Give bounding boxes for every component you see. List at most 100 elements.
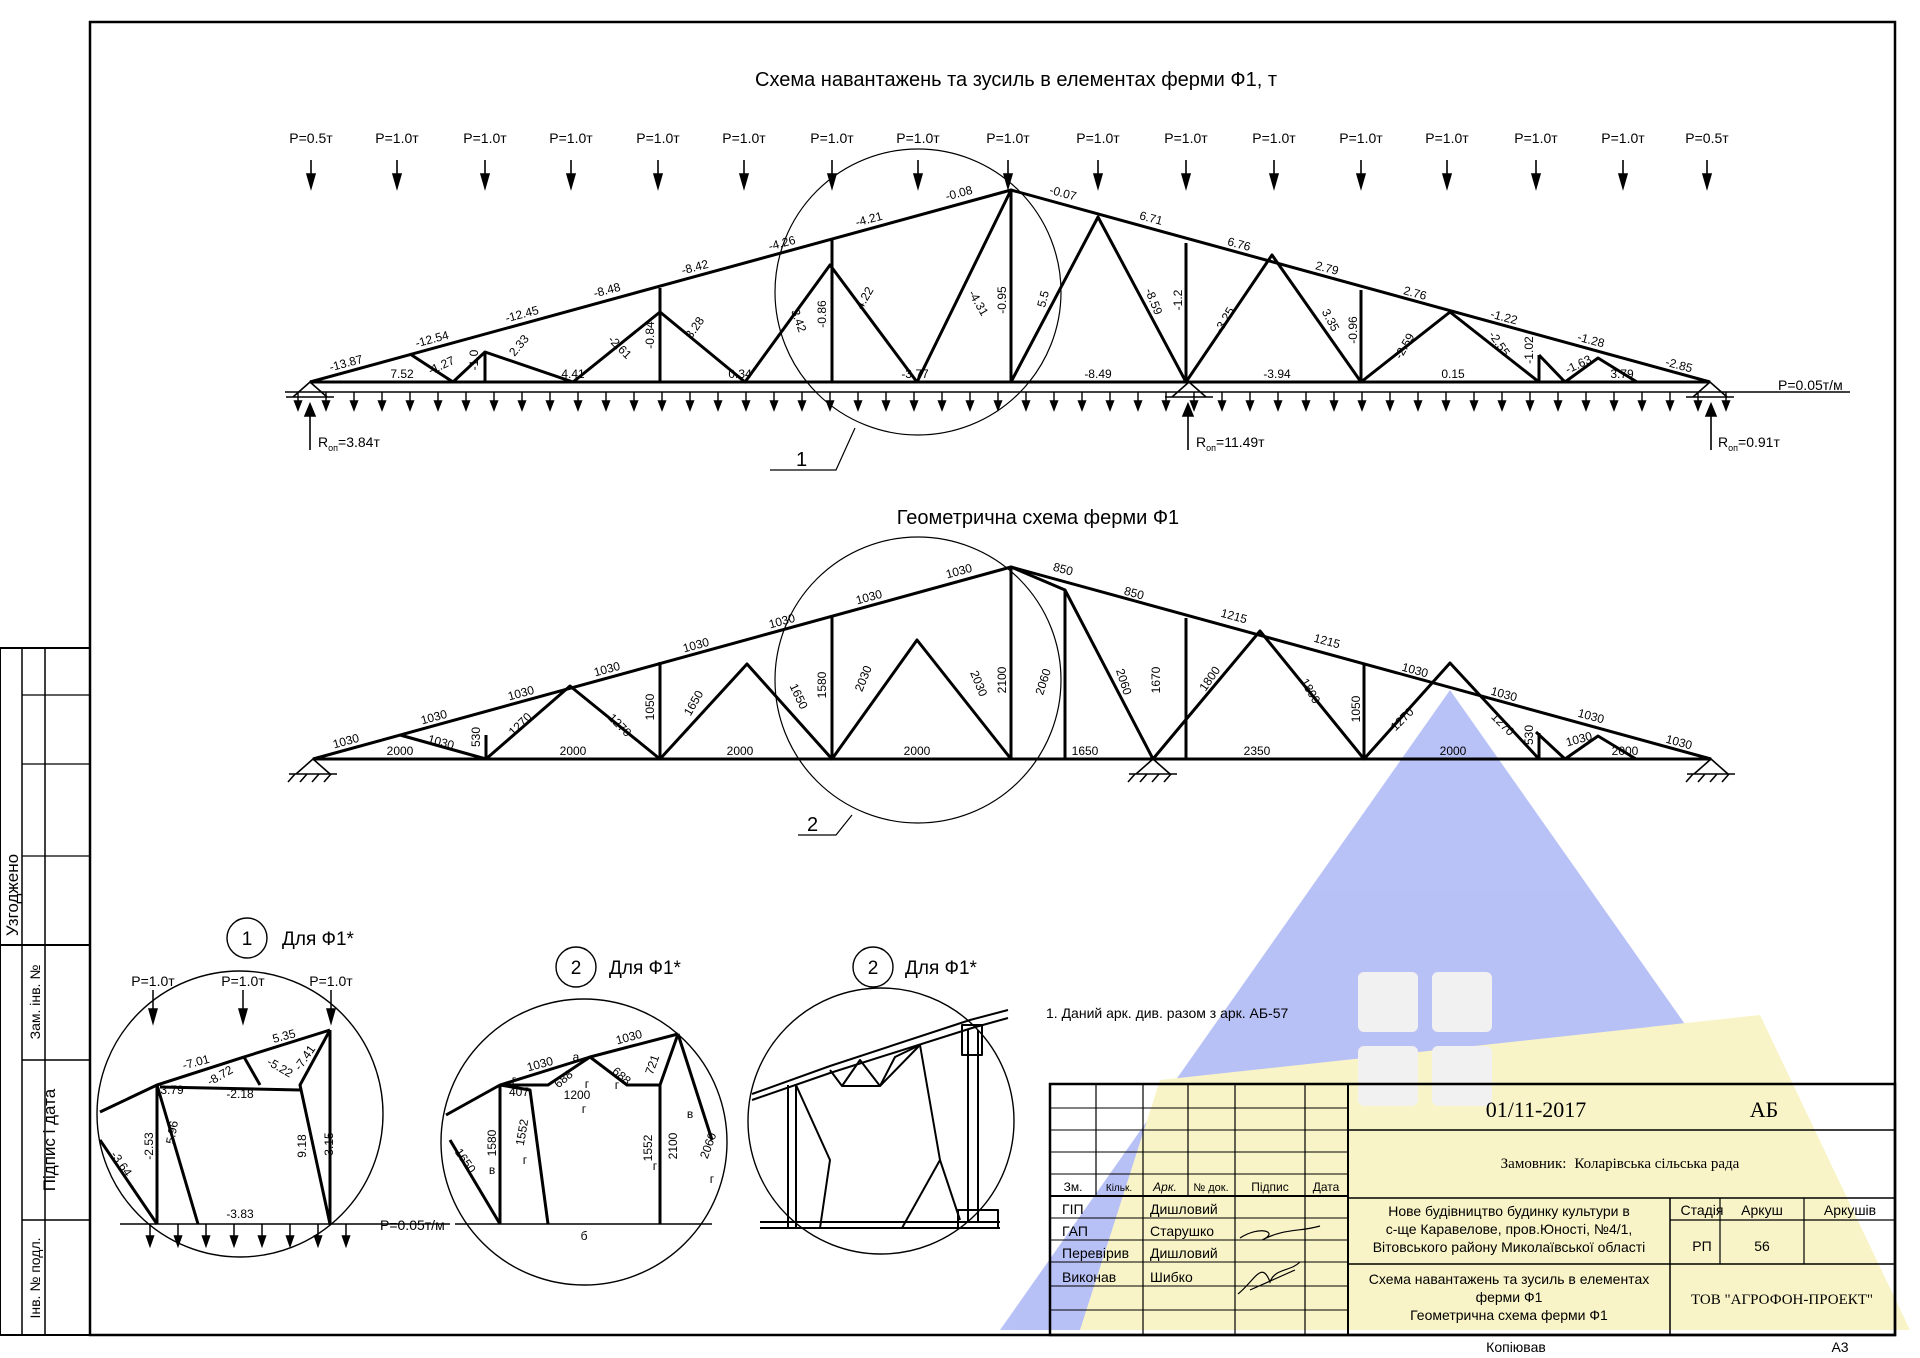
callout-leader-2 [798, 814, 853, 836]
geometry-web: 1030 [426, 732, 456, 753]
detail-2-value: г [585, 1077, 590, 1091]
bottom-chord-force: 4.41 [561, 367, 585, 381]
dist-arrow-head [1469, 400, 1479, 412]
web-force: 3.35 [1319, 307, 1342, 334]
distributed-load [285, 391, 1850, 412]
geometry-diagram-title: Геометрична схема ферми Ф1 [897, 507, 1179, 529]
geometry-top-chord: 850 [1052, 560, 1075, 579]
dist-arrow-head [601, 400, 611, 412]
stage-sheet-cells: Стадія Аркуш Аркушів РП 56 [1680, 1202, 1876, 1254]
dist-arrow-head [1413, 400, 1423, 412]
dist-arrow-head [1497, 400, 1507, 412]
svg-text:с-ще Каравелове, пров.Юності,: с-ще Каравелове, пров.Юності, №4/1, [1386, 1221, 1633, 1237]
web-force: 5.5 [1034, 289, 1052, 309]
svg-text:Нове будівництво будинку культ: Нове будівництво будинку культури в [1388, 1203, 1630, 1219]
detail-1-values: -7.015.353.79-8.72-5.22-7.41-2.18-2.535.… [108, 1026, 336, 1221]
side-agreed-label: Узгоджено [3, 854, 22, 936]
detail-1-value: -2.53 [142, 1132, 156, 1160]
dist-arrow-head [657, 400, 667, 412]
side-replaced-label: Зам. інв. № [27, 965, 43, 1040]
detail-3-circle [747, 987, 1015, 1255]
load-label: P=1.0т [636, 130, 680, 146]
svg-text:Дата: Дата [1313, 1180, 1340, 1194]
detail-1-number: 1 [242, 929, 253, 950]
load-label: P=1.0т [1339, 130, 1383, 146]
load-label: P=1.0т [986, 130, 1030, 146]
dist-arrow-head [1693, 400, 1703, 412]
reaction-label-2: Rоп=11.49т [1196, 434, 1265, 453]
load-arrow-head [1701, 173, 1713, 191]
load-label: P=1.0т [463, 130, 507, 146]
detail-1-value: -3.83 [226, 1207, 254, 1221]
dist-arrow-head [405, 400, 415, 412]
web-force: -0.96 [1346, 316, 1360, 344]
distributed-load-label: P=0.05т/м [1778, 377, 1843, 393]
geometry-web: 2060 [1032, 667, 1054, 697]
load-arrow-head [305, 173, 317, 191]
callout-number-2: 2 [807, 814, 818, 836]
detail-2-value: г [582, 1102, 587, 1116]
detail-1-value: -7.01 [181, 1052, 211, 1073]
supports-geometry [287, 757, 1735, 783]
top-chord-force: -2.85 [1664, 355, 1694, 376]
loads-diagram-title: Схема навантажень та зусиль в елементах … [755, 69, 1277, 91]
dist-arrow-head [1217, 400, 1227, 412]
svg-text:Аркушів: Аркушів [1824, 1202, 1876, 1218]
load-label: P=0.5т [289, 130, 333, 146]
dist-arrow-head [853, 400, 863, 412]
dist-arrow-head [1049, 400, 1059, 412]
bottom-chord-force: -8.49 [1084, 367, 1112, 381]
geometry-top-chord: 1215 [1312, 631, 1342, 652]
top-chord-force: -0.08 [944, 183, 974, 204]
svg-text:Схема навантажень та зусиль в: Схема навантажень та зусиль в елементах [1369, 1271, 1649, 1287]
geometry-web: 1270 [1388, 705, 1417, 734]
top-chord-force: -8.42 [680, 257, 710, 278]
svg-text:Дишловий: Дишловий [1150, 1201, 1218, 1217]
detail-1-dist-arrow-head [201, 1235, 211, 1249]
bottom-chord-force: 7.52 [390, 367, 414, 381]
company-name: ТОВ "АГРОФОН-ПРОЕКТ" [1691, 1292, 1873, 1308]
geometry-bottom-chord: 2000 [387, 744, 414, 758]
web-force: -1.0 [467, 349, 481, 370]
title-block-headers: Зм. Кільк. Арк. № док. Підпис Дата [1064, 1180, 1340, 1194]
dist-arrow-head [741, 400, 751, 412]
svg-text:ГАП: ГАП [1062, 1223, 1088, 1239]
dist-arrow-head [461, 400, 471, 412]
dist-arrow-head [573, 400, 583, 412]
dist-arrow-head [769, 400, 779, 412]
dist-arrow-head [433, 400, 443, 412]
detail-1-dist-arrow-head [229, 1235, 239, 1249]
top-chord-force: -4.21 [854, 209, 884, 230]
dist-arrow-head [349, 400, 359, 412]
sheet-format: А3 [1831, 1339, 1848, 1355]
web-force: -0.84 [643, 321, 657, 349]
geometry-web: 2030 [852, 663, 875, 693]
svg-text:Вітовського району Миколаївськ: Вітовського району Миколаївської області [1373, 1239, 1646, 1255]
supports-force [286, 380, 1734, 398]
geometry-web: 1800 [1298, 676, 1324, 706]
customer-line: Замовник:Коларівська сільська рада [1501, 1156, 1740, 1172]
load-label: P=1.0т [1076, 130, 1120, 146]
load-arrow-head [1180, 173, 1192, 191]
web-force: -4.31 [966, 288, 992, 319]
top-chord-force: 6.71 [1138, 208, 1164, 228]
bottom-chord-force: -3.94 [1263, 367, 1291, 381]
dist-arrow-head [1273, 400, 1283, 412]
geometry-web: 1270 [506, 710, 535, 739]
title-block-people: ГІП Дишловий ГАП Старушко Перевірив Дишл… [1062, 1201, 1218, 1285]
dist-arrow-head [489, 400, 499, 412]
dist-arrow-head [1245, 400, 1255, 412]
load-label: P=1.0т [1425, 130, 1469, 146]
detail-1-dist-arrow-head [145, 1235, 155, 1249]
svg-text:Кільк.: Кільк. [1106, 1183, 1132, 1194]
web-force: -1.02 [1522, 336, 1536, 364]
callout-circle-1 [774, 148, 1062, 436]
load-label: P=1.0т [722, 130, 766, 146]
dist-arrow-head [1105, 400, 1115, 412]
web-force: 4.22 [853, 284, 877, 312]
detail-1-value: 9.18 [295, 1134, 309, 1158]
detail-2-value: в [687, 1107, 693, 1121]
signatures [1237, 1225, 1321, 1295]
load-labels: P=0.5т P=1.0т P=1.0т P=1.0т P=1.0т P=1.0т P=1.… [289, 130, 1729, 146]
